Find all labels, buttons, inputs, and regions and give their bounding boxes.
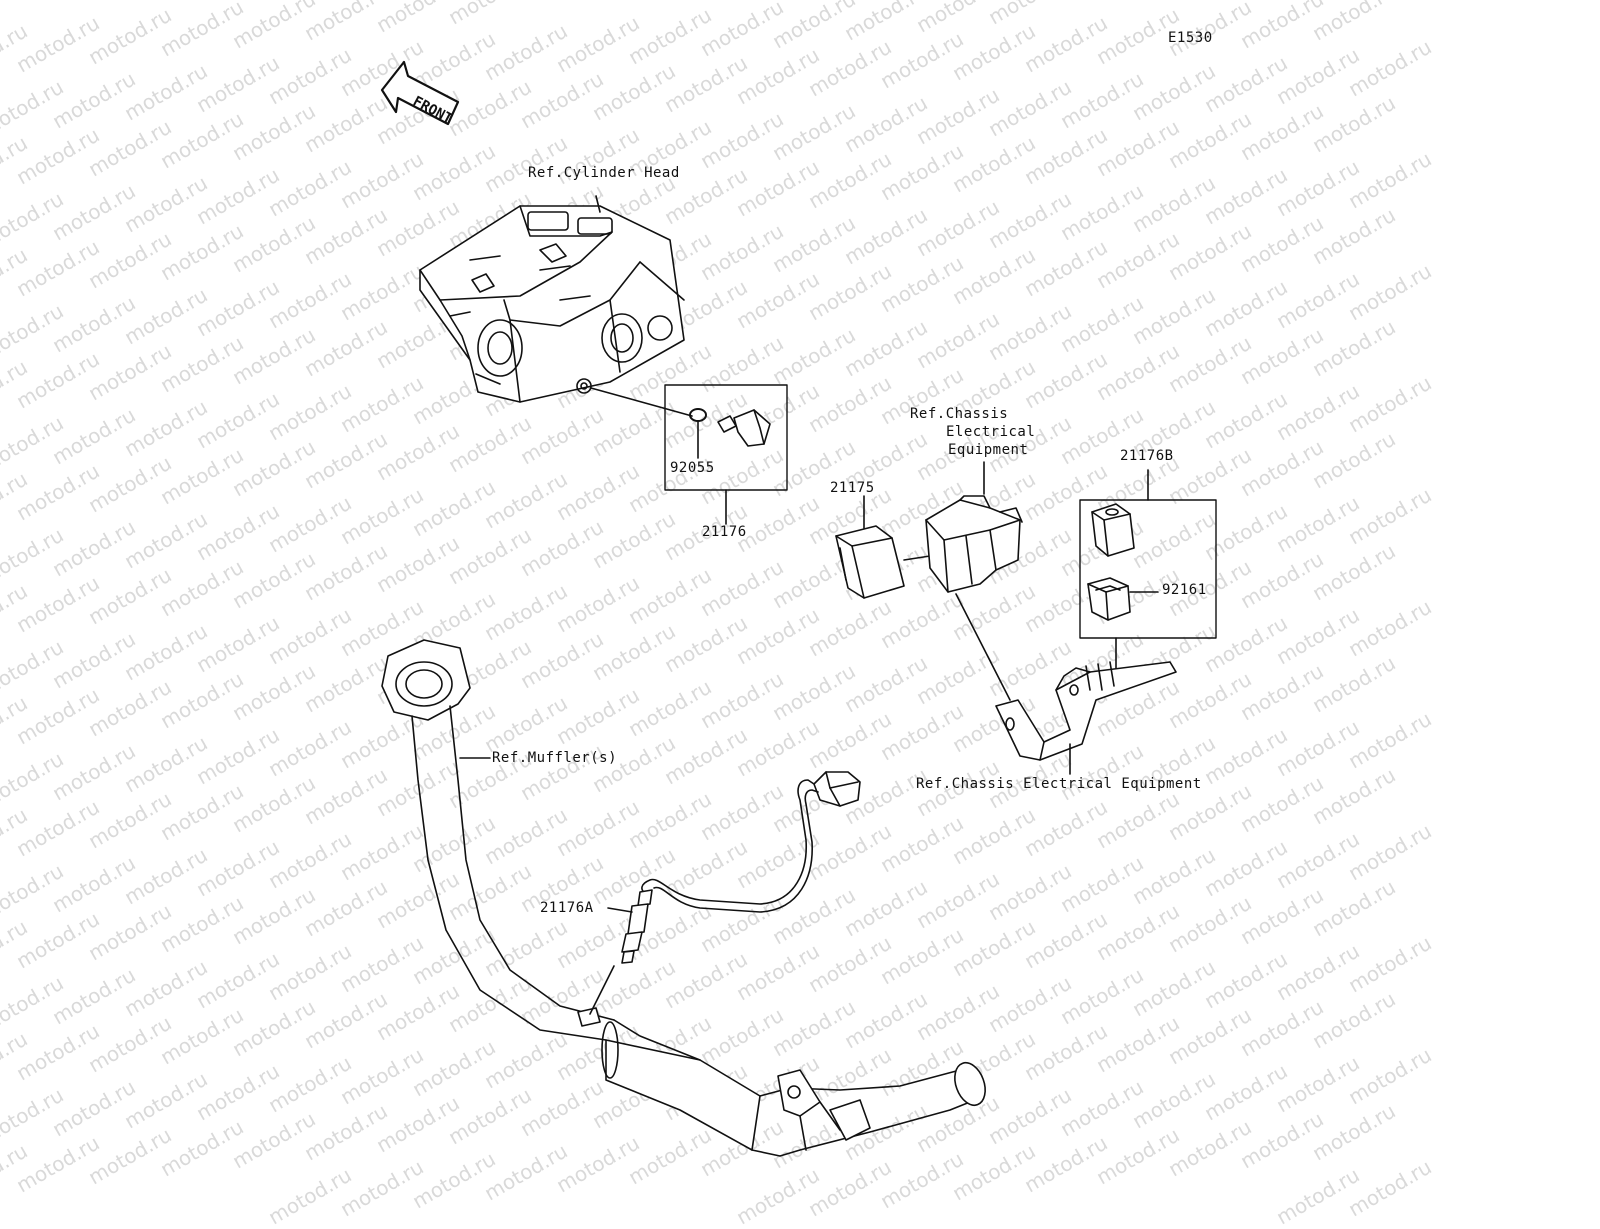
relay-connector-leader	[903, 555, 931, 561]
cylinder-head-sensor-leader	[590, 387, 693, 417]
label-part-92161: 92161	[1162, 582, 1207, 598]
rubber-mount-92161-drawing	[1087, 577, 1131, 621]
label-part-92055: 92055	[670, 460, 715, 476]
cylinder-head-drawing	[419, 205, 685, 403]
o2-sensor-install-leader	[589, 965, 615, 1015]
oring-92055-drawing	[689, 408, 707, 422]
label-part-21176b: 21176B	[1120, 448, 1174, 464]
label-part-21176a: 21176A	[540, 900, 594, 916]
label-chassis-ref-full: Ref.Chassis Electrical Equipment	[916, 776, 1202, 792]
chassis-bracket-drawing	[995, 661, 1177, 761]
sensor-21176b-drawing	[1091, 503, 1135, 557]
temp-sensor-21176-drawing	[717, 409, 771, 447]
parts-diagram: FRONT	[380, 60, 1217, 1157]
cylinder-head-leader	[595, 195, 601, 213]
label-chassis-ref-line1: Ref.Chassis	[910, 406, 1009, 422]
label-muffler-ref: Ref.Muffler(s)	[492, 750, 618, 766]
exhaust-pipe-drawing	[381, 639, 986, 1157]
label-part-21176: 21176	[702, 524, 747, 540]
connector-bracket-leader	[955, 593, 1011, 701]
label-chassis-ref-line3: Equipment	[948, 442, 1029, 458]
o2-sensor-21176a-drawing	[621, 771, 861, 964]
relay-21175-drawing	[835, 525, 905, 599]
part-21176a-leader	[607, 907, 633, 913]
label-chassis-ref-line2: Electrical	[946, 424, 1036, 440]
chassis-connector-drawing	[925, 495, 1023, 593]
label-part-21175: 21175	[830, 480, 875, 496]
label-cylinder-head-ref: Ref.Cylinder Head	[528, 165, 680, 181]
front-arrow-icon: FRONT	[380, 60, 460, 127]
diagram-code: E1530	[1168, 30, 1213, 46]
